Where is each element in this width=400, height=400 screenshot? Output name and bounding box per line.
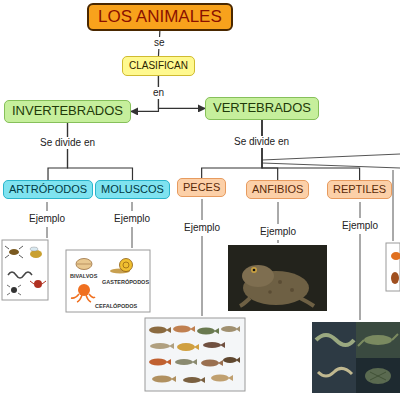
example-label: Ejemplo (113, 213, 151, 225)
box-text: PECES (183, 181, 220, 194)
picture-frame (228, 245, 327, 311)
arthropods-picture (2, 240, 48, 300)
picture-label: BIVALVOS (70, 273, 97, 280)
toad-picture (228, 245, 327, 311)
toad-legs (240, 298, 314, 306)
animal (391, 272, 399, 284)
wing (30, 247, 38, 251)
box-text: ANFIBIOS (252, 183, 303, 196)
title-box: LOS ANIMALES (87, 3, 233, 31)
toad-pupil (253, 269, 256, 272)
box-text: LOS ANIMALES (98, 7, 222, 27)
spider-legs (7, 285, 21, 295)
turtle-shell (370, 372, 386, 380)
insect-legs (5, 246, 23, 258)
connector (202, 120, 262, 178)
insect (9, 249, 19, 255)
example-label: Ejemplo (28, 213, 66, 225)
crab-claws (30, 281, 46, 284)
clam (76, 259, 92, 270)
crab (34, 280, 42, 288)
snail-spiral (123, 262, 129, 268)
bird (391, 252, 400, 260)
connector (48, 123, 67, 180)
link-label: Se divide en (38, 137, 97, 149)
snake (316, 335, 354, 345)
picture-label: CEFALÓPODOS (95, 303, 137, 310)
class-box: ANFIBIOS (246, 180, 309, 199)
group-box: INVERTEBRADOS (4, 100, 131, 123)
octopus-head (78, 284, 90, 296)
box-text: ARTRÓPODOS (9, 183, 87, 196)
box-text: INVERTEBRADOS (12, 104, 123, 119)
link-label: Se divide en (232, 136, 291, 148)
leader-line (132, 202, 133, 248)
example-label: Ejemplo (183, 222, 221, 234)
reptiles-picture (312, 322, 400, 393)
leader-lines (47, 154, 400, 320)
class-box: PECES (177, 178, 226, 197)
box-text: MOLUSCOS (101, 183, 164, 196)
class-box: ARTRÓPODOS (3, 180, 93, 199)
toad-eye (251, 267, 257, 273)
link-label: se (152, 37, 167, 49)
snail-shell (120, 259, 133, 272)
connector (262, 120, 360, 180)
turtle (365, 368, 391, 384)
picture-label: GASTERÓPODOS (102, 279, 149, 286)
example-label: Ejemplo (259, 226, 297, 238)
class-box: REPTILES (327, 180, 392, 199)
link-label: en (151, 87, 166, 99)
link-box: CLASIFICAN (122, 56, 195, 76)
fish-picture (145, 318, 245, 391)
picture-panel (356, 358, 400, 393)
edge-picture (386, 243, 400, 291)
centipede (8, 272, 32, 278)
connector (262, 120, 278, 180)
molluscs-picture (66, 250, 150, 312)
clam-line (77, 264, 91, 265)
picture-panel (356, 322, 400, 358)
leader-line (202, 199, 203, 316)
picture-frame (386, 243, 400, 291)
lizard (364, 335, 392, 345)
box-text: CLASIFICAN (129, 60, 188, 72)
class-box: MOLUSCOS (95, 180, 170, 199)
group-box: VERTEBRADOS (205, 97, 319, 120)
snake (318, 368, 352, 376)
octopus-arms (71, 294, 95, 302)
picture-frame (145, 318, 245, 391)
lizard-tail (358, 334, 398, 346)
picture-frame (2, 240, 48, 300)
box-text: REPTILES (333, 183, 386, 196)
example-label: Ejemplo (341, 220, 379, 232)
connector (68, 123, 133, 180)
box-text: VERTEBRADOS (213, 101, 311, 116)
toad-head (242, 265, 274, 287)
spider (11, 287, 17, 293)
picture-frame (312, 322, 356, 393)
bee (30, 250, 42, 258)
picture-frame (66, 250, 150, 312)
